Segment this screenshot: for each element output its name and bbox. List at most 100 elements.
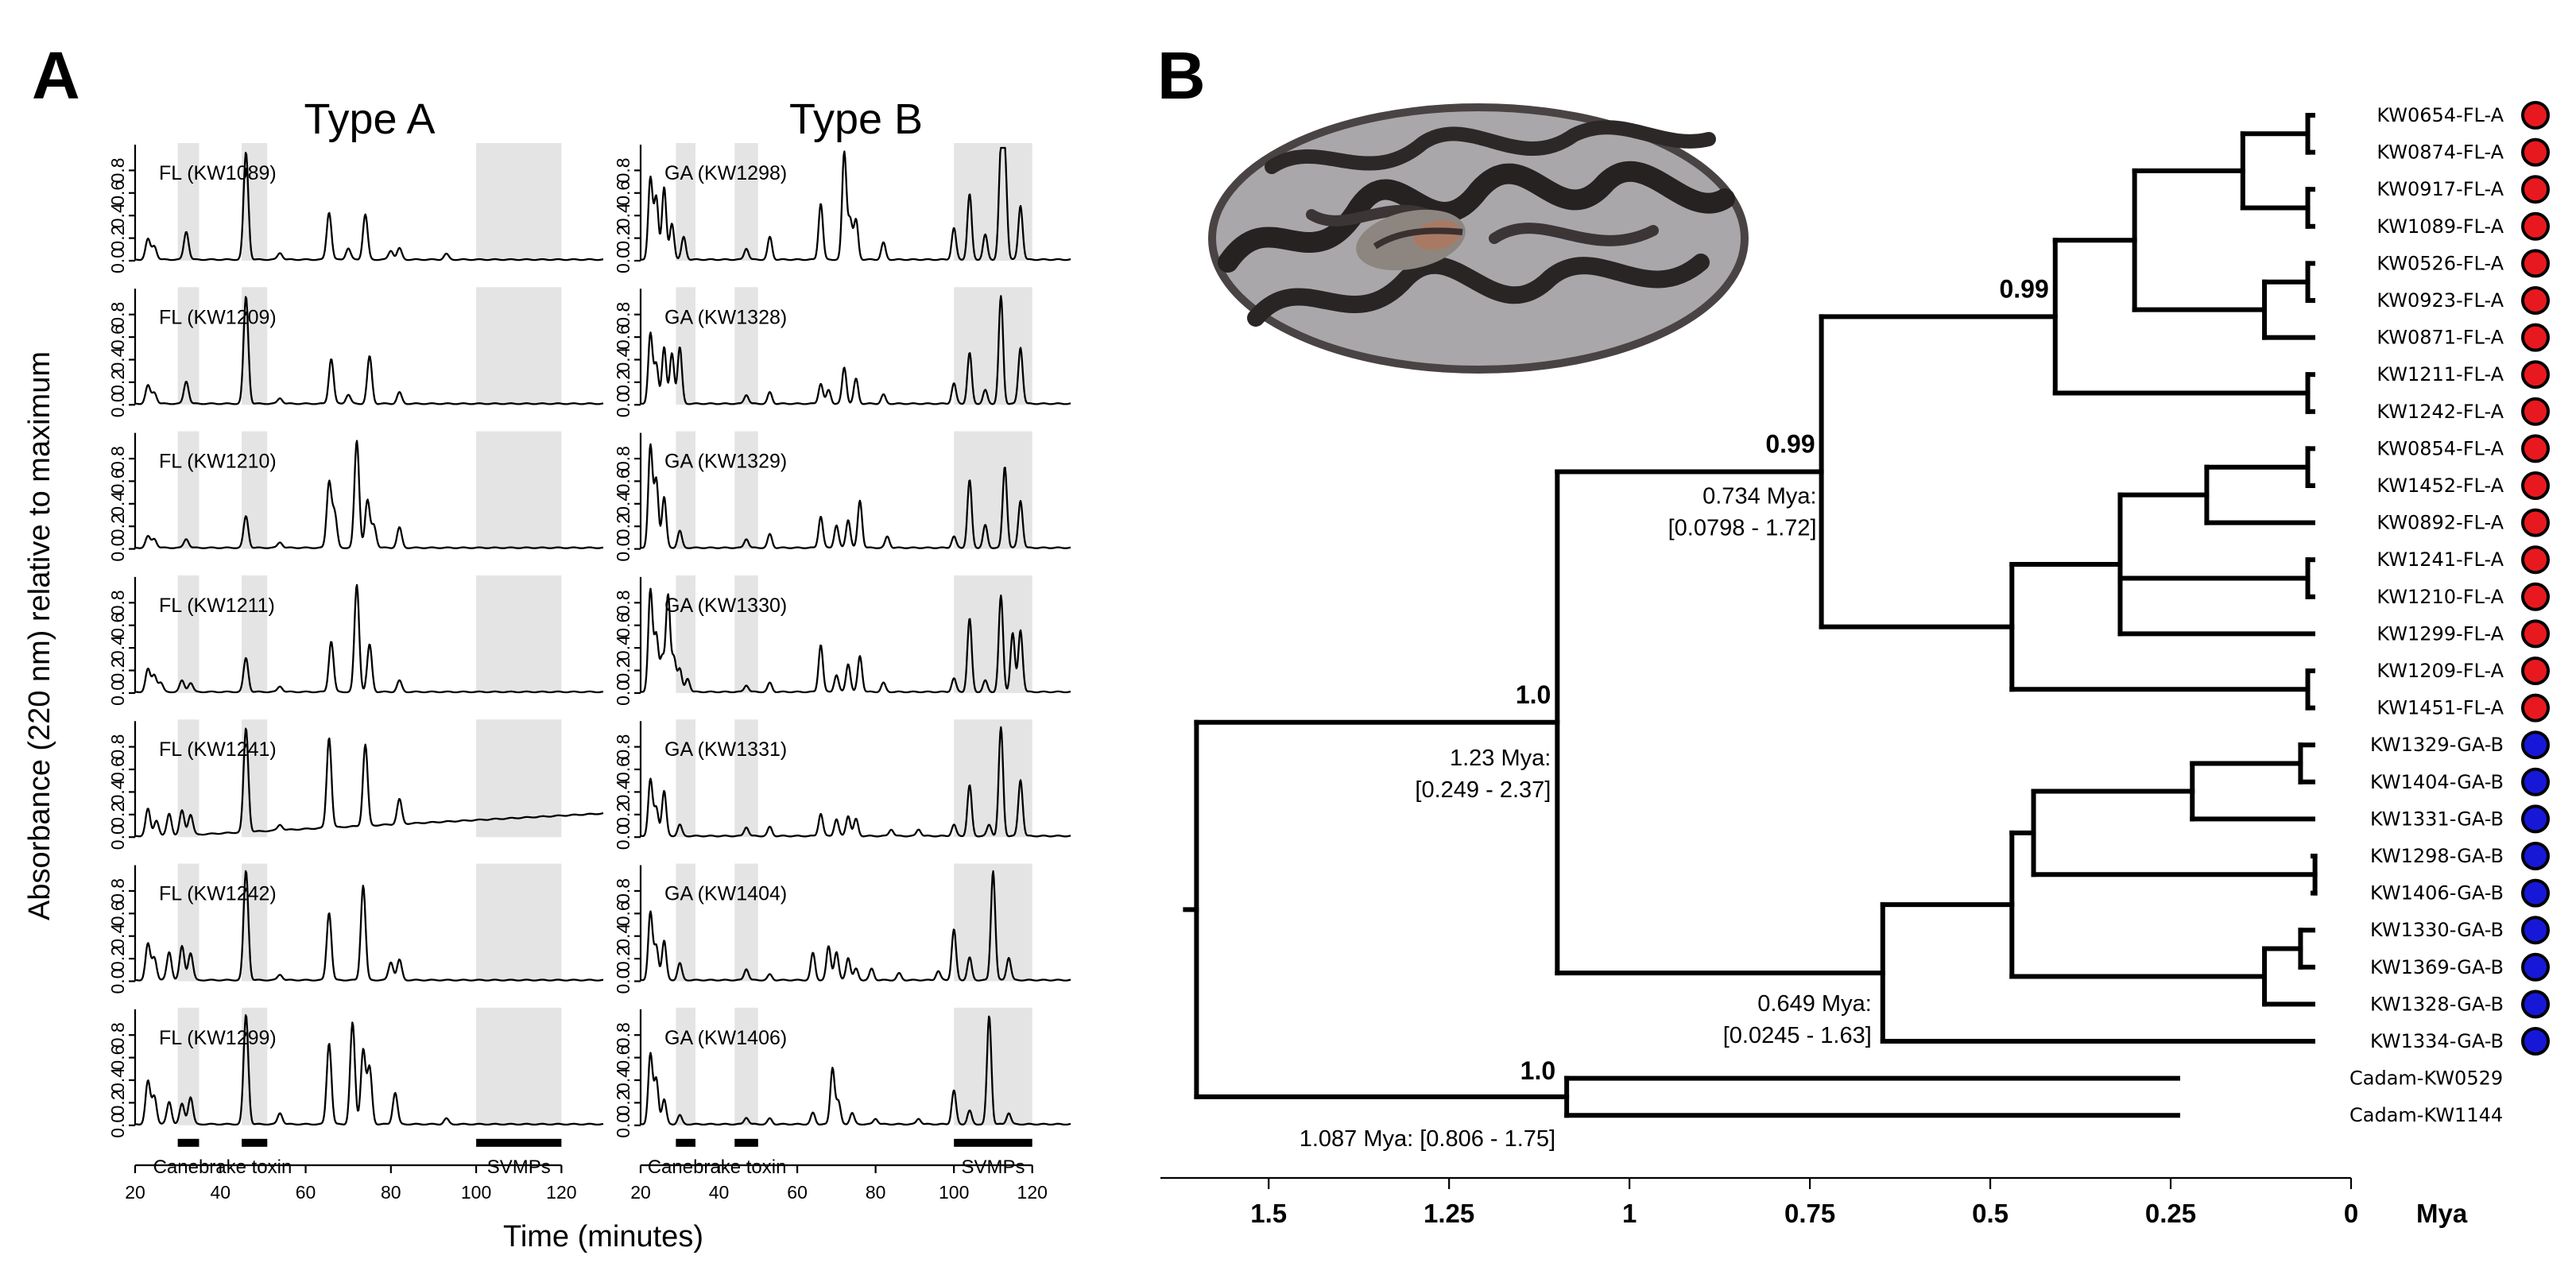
support-value: 1.0 — [1516, 680, 1551, 709]
shaded-region — [676, 431, 695, 549]
tip-label: KW1299-FL-A — [2377, 622, 2504, 645]
y-tick-label: 0.6 — [107, 1045, 128, 1071]
shaded-region — [476, 863, 562, 982]
y-tick-label: 0.2 — [107, 658, 128, 684]
tip-marker — [2521, 693, 2550, 723]
tip-label: KW1211-FL-A — [2377, 363, 2504, 385]
tip-marker — [2521, 545, 2550, 575]
y-tick-label: 0.0 — [107, 969, 128, 994]
tip-label: KW1452-FL-A — [2377, 475, 2504, 497]
y-tick-label: 0.2 — [613, 1090, 633, 1115]
y-tick-label: 0.2 — [107, 802, 128, 827]
y-tick-label: 0.4 — [107, 635, 128, 661]
y-tick-label: 0.8 — [613, 1022, 633, 1048]
tip-label: KW1241-FL-A — [2377, 548, 2504, 571]
chromatogram-trace — [641, 146, 1071, 262]
node-date: 1.23 Mya: — [1450, 746, 1551, 771]
y-tick-label: 0.4 — [107, 1067, 128, 1093]
y-tick-label: 0.4 — [613, 1067, 633, 1093]
sample-label: FL (KW1210) — [159, 451, 277, 473]
chromatogram-trace — [135, 1014, 604, 1126]
tree-axis-tick-label: 0 — [2344, 1199, 2358, 1228]
shaded-region — [476, 143, 562, 261]
shaded-region — [734, 575, 758, 693]
tip-label: Cadam-KW0529 — [2349, 1067, 2503, 1090]
tip-label: KW1334-GA-B — [2370, 1030, 2504, 1052]
y-tick-label: 0.8 — [613, 302, 633, 327]
chromatogram-trace — [641, 587, 1071, 694]
y-tick-label: 0.0 — [107, 248, 128, 273]
shaded-region — [676, 863, 695, 982]
y-tick-label: 0.6 — [613, 468, 633, 494]
region-bar — [476, 1138, 562, 1147]
y-tick-label: 0.0 — [613, 969, 633, 994]
column-title: Type A — [304, 95, 435, 143]
tip-label: KW1329-GA-B — [2370, 734, 2504, 756]
shaded-region — [676, 575, 695, 693]
shaded-region — [242, 575, 268, 693]
shaded-region — [676, 287, 695, 405]
support-value: 0.99 — [1765, 430, 1815, 459]
region-label: SVMPs — [487, 1156, 551, 1178]
y-tick-label: 0.8 — [107, 878, 128, 904]
y-tick-label: 0.0 — [613, 824, 633, 850]
tip-marker — [2521, 138, 2550, 167]
tip-marker — [2521, 619, 2550, 649]
x-tick-label: 60 — [296, 1182, 316, 1203]
x-tick-label: 100 — [939, 1182, 969, 1203]
tip-label: KW1089-FL-A — [2377, 215, 2504, 238]
y-tick-label: 0.0 — [107, 537, 128, 562]
sample-label: GA (KW1331) — [664, 738, 787, 761]
sample-label: FL (KW1242) — [159, 883, 277, 905]
tip-label: KW1209-FL-A — [2377, 660, 2504, 682]
y-tick-label: 0.6 — [613, 324, 633, 350]
y-tick-label: 0.6 — [107, 180, 128, 206]
y-tick-label: 0.4 — [613, 203, 633, 228]
tree-axis-tick-label: 1 — [1622, 1199, 1637, 1228]
y-tick-label: 0.8 — [107, 734, 128, 760]
shaded-region — [242, 287, 268, 405]
tip-label: KW1406-GA-B — [2370, 882, 2504, 905]
tip-label: KW1369-GA-B — [2370, 956, 2504, 978]
chromatogram-trace — [135, 296, 604, 405]
tip-label: KW1242-FL-A — [2377, 401, 2504, 423]
y-tick-label: 0.6 — [613, 180, 633, 206]
sample-label: FL (KW1089) — [159, 162, 277, 184]
node-date: [0.0798 - 1.72] — [1668, 516, 1817, 541]
x-tick-label: 40 — [210, 1182, 230, 1203]
shaded-region — [242, 1007, 268, 1125]
shaded-region — [476, 1007, 562, 1125]
x-tick-label: 40 — [709, 1182, 730, 1203]
tip-label: KW0923-FL-A — [2377, 289, 2504, 312]
y-tick-label: 0.2 — [613, 946, 633, 971]
x-tick-label: 120 — [1017, 1182, 1048, 1203]
y-tick-label: 0.8 — [613, 446, 633, 471]
x-tick-label: 20 — [125, 1182, 145, 1203]
panel-b-letter: B — [1157, 38, 1206, 113]
sample-label: GA (KW1404) — [664, 883, 787, 905]
y-tick-label: 0.0 — [613, 537, 633, 562]
shaded-region — [734, 287, 758, 405]
y-tick-label: 0.8 — [613, 590, 633, 615]
y-tick-label: 0.2 — [107, 226, 128, 251]
chromatogram-trace — [135, 152, 604, 262]
tip-label: KW0871-FL-A — [2377, 327, 2504, 349]
chromatogram-trace — [641, 1015, 1071, 1126]
sample-label: FL (KW1241) — [159, 738, 277, 761]
tip-label: KW1331-GA-B — [2370, 808, 2504, 830]
y-tick-label: 0.2 — [613, 370, 633, 395]
tip-label: KW1210-FL-A — [2377, 586, 2504, 608]
support-value: 1.0 — [1520, 1056, 1555, 1085]
tree-axis-tick-label: 1.25 — [1424, 1199, 1474, 1228]
sample-label: GA (KW1330) — [664, 595, 787, 617]
y-tick-label: 0.0 — [613, 680, 633, 706]
chromatogram-trace — [135, 583, 604, 694]
